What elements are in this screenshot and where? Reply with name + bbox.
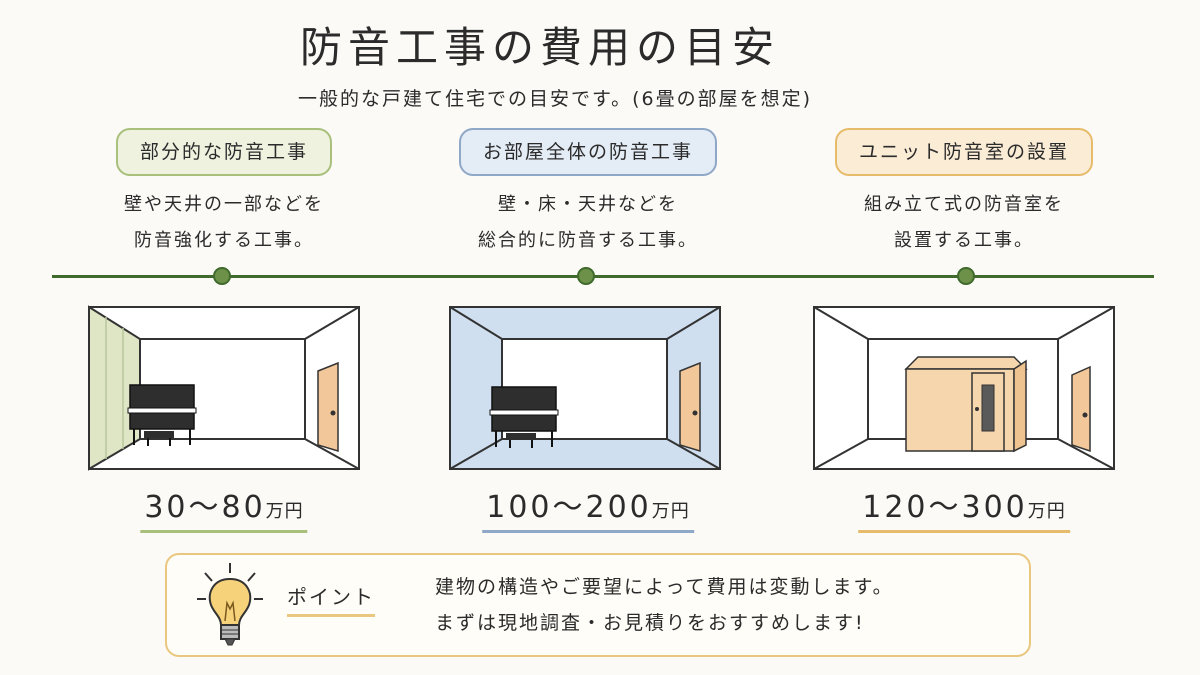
option-badge: 部分的な防音工事 [115,128,333,176]
point-text: 建物の構造やご要望によって費用は変動します。 まずは現地調査・お見積りをおすすめ… [435,569,894,641]
price-unit: 万円 [651,501,690,522]
point-text-line: 建物の構造やご要望によって費用は変動します。 [435,576,894,598]
description-line: 壁や天井の一部などを [124,194,324,215]
page-title: 防音工事の費用の目安 [299,23,780,72]
option-full-room: お部屋全体の防音工事 壁・床・天井などを 総合的に防音する工事。 100〜200… [408,0,768,560]
description-line: 壁・床・天井などを [498,194,678,215]
soundproof-booth [904,356,1028,453]
description-line: 組み立て式の防音室を [864,194,1064,215]
timeline-dot-2 [577,267,595,285]
option-description: 壁・床・天井などを 総合的に防音する工事。 [408,187,768,259]
piano-icon [127,384,197,446]
option-description: 壁や天井の一部などを 防音強化する工事。 [44,187,404,259]
option-badge: ユニット防音室の設置 [834,128,1094,176]
description-line: 防音強化する工事。 [134,230,314,251]
door-icon [679,361,701,453]
option-partial: 部分的な防音工事 壁や天井の一部などを 防音強化する工事。 30〜80万円 [44,0,404,560]
option-unit-booth: ユニット防音室の設置 組み立て式の防音室を 設置する工事。 120〜300万円 [784,0,1144,560]
timeline-dot-1 [213,267,231,285]
door-icon [1071,365,1091,453]
lightbulb-icon [197,563,263,646]
room-illustration-full [449,306,721,470]
page-subtitle: 一般的な戸建て住宅での目安です。(6畳の部屋を想定) [297,88,812,110]
room-illustration-booth [813,306,1115,470]
price-unit: 万円 [265,501,304,522]
piano-icon [489,386,559,448]
price-range-unit-booth: 120〜300万円 [858,482,1070,533]
point-text-line: まずは現地調査・お見積りをおすすめします! [435,612,865,634]
price-unit: 万円 [1027,501,1066,522]
price-value: 120〜300 [862,490,1028,525]
price-range-full-room: 100〜200万円 [482,482,694,533]
price-range-partial: 30〜80万円 [140,482,308,533]
timeline-line [52,275,1154,278]
point-label: ポイント [287,581,375,617]
description-line: 設置する工事。 [894,230,1034,251]
timeline-dot-3 [957,267,975,285]
description-line: 総合的に防音する工事。 [478,230,698,251]
option-description: 組み立て式の防音室を 設置する工事。 [784,187,1144,259]
point-box: ポイント 建物の構造やご要望によって費用は変動します。 まずは現地調査・お見積り… [165,553,1031,657]
option-badge: お部屋全体の防音工事 [458,128,718,176]
price-value: 30〜80 [144,490,266,525]
door-icon [317,361,339,453]
price-value: 100〜200 [486,490,652,525]
room-illustration-partial [88,305,360,471]
